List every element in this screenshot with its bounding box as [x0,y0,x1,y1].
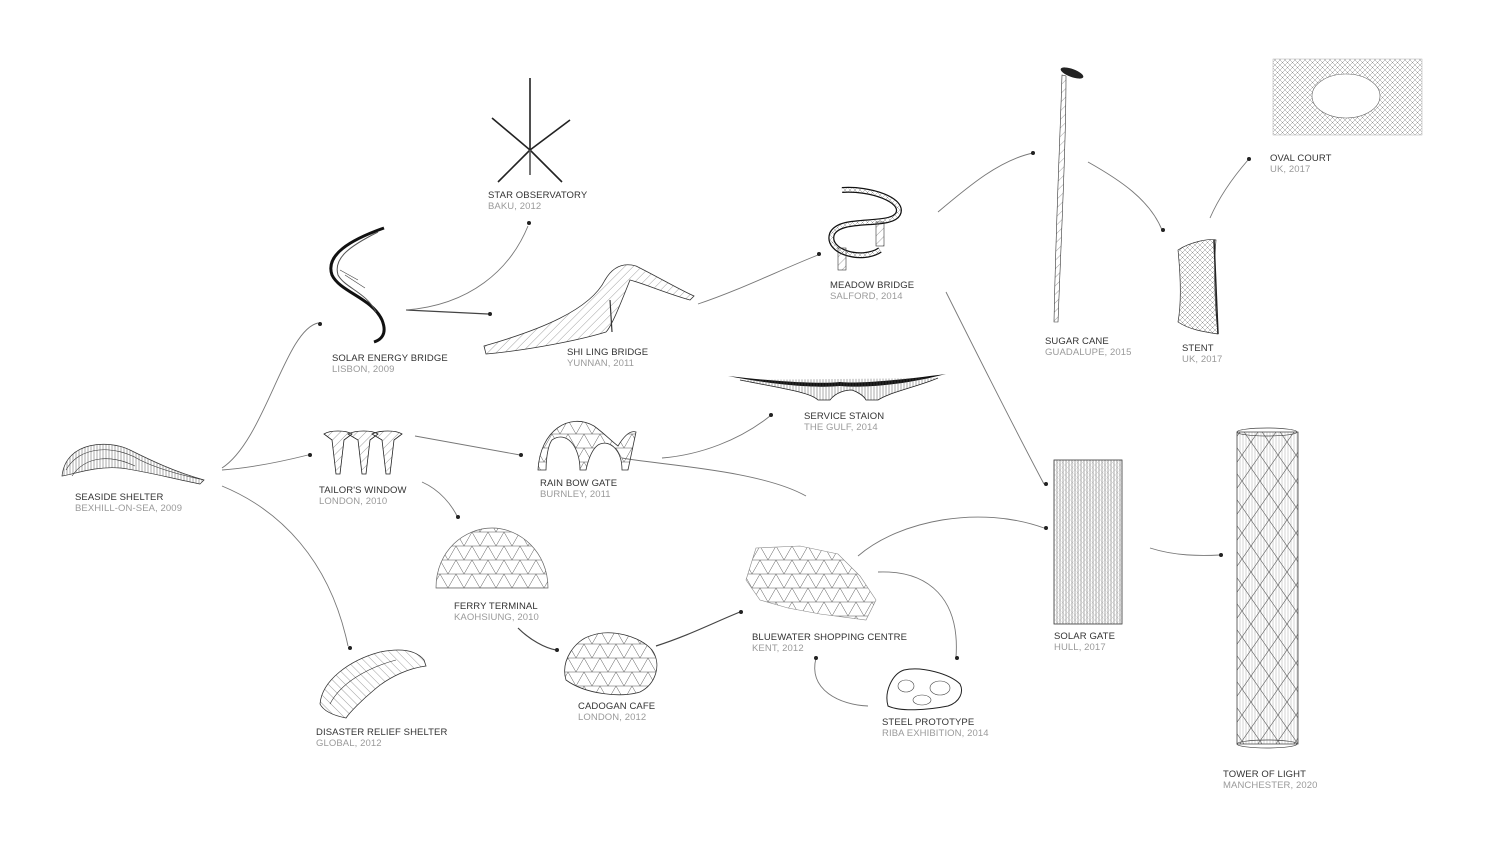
project-subtitle: UK, 2017 [1182,354,1223,365]
project-title: TOWER OF LIGHT [1223,769,1307,780]
solar-energy-bridge-drawing [329,226,386,344]
project-subtitle: KENT, 2012 [752,643,804,654]
project-label: CADOGAN CAFE LONDON, 2012 [578,701,655,723]
project-title: RAIN BOW GATE [540,478,618,489]
project-title: STAR OBSERVATORY [488,190,588,201]
project-subtitle: LISBON, 2009 [332,364,395,375]
steel-prototype-drawing [886,668,962,711]
project-subtitle: LONDON, 2010 [319,496,388,507]
project-subtitle: THE GULF, 2014 [804,422,878,433]
project-subtitle: GLOBAL, 2012 [316,738,382,749]
project-title: SERVICE STAION [804,411,885,422]
project-label: STEEL PROTOTYPE RIBA EXHIBITION, 2014 [882,717,989,739]
project-title: OVAL COURT [1270,153,1332,164]
seaside-shelter-drawing [61,443,205,485]
shi-ling-bridge-drawing [483,264,695,355]
project-label: SEASIDE SHELTER BEXHILL-ON-SEA, 2009 [75,492,182,514]
tailors-window-drawing [323,430,403,475]
project-label: STENT UK, 2017 [1182,343,1222,365]
star-observatory-drawing [491,78,571,183]
project-title: TAILOR'S WINDOW [319,485,407,496]
project-subtitle: HULL, 2017 [1054,642,1106,653]
project-subtitle: UK, 2017 [1270,164,1311,175]
connection-dots [308,151,1251,660]
project-label: TOWER OF LIGHT MANCHESTER, 2020 [1223,769,1318,791]
project-subtitle: GUADALUPE, 2015 [1045,347,1132,358]
project-label: SOLAR ENERGY BRIDGE LISBON, 2009 [332,353,448,375]
rain-bow-gate-drawing [537,421,637,471]
project-label: TAILOR'S WINDOW LONDON, 2010 [319,485,407,507]
project-subtitle: MANCHESTER, 2020 [1223,780,1318,791]
project-label: RAIN BOW GATE BURNLEY, 2011 [540,478,617,500]
meadow-bridge-drawing [828,186,902,271]
project-label: BLUEWATER SHOPPING CENTRE KENT, 2012 [752,632,907,654]
tower-of-light-drawing [1236,427,1299,749]
project-label: SUGAR CANE GUADALUPE, 2015 [1045,336,1132,358]
project-title: FERRY TERMINAL [454,601,538,612]
stent-drawing [1177,239,1219,335]
ferry-terminal-drawing [435,527,549,589]
connection-lines [221,152,1249,707]
project-title: DISASTER RELIEF SHELTER [316,727,448,738]
solar-gate-drawing [1053,459,1123,625]
bluewater-drawing [745,545,877,621]
project-subtitle: RIBA EXHIBITION, 2014 [882,728,989,739]
project-subtitle: BURNLEY, 2011 [540,489,611,500]
project-label: SERVICE STAION THE GULF, 2014 [804,411,884,433]
disaster-relief-shelter-drawing [319,649,427,719]
project-label: MEADOW BRIDGE SALFORD, 2014 [830,280,914,302]
project-label: SOLAR GATE HULL, 2017 [1054,631,1115,653]
project-title: STEEL PROTOTYPE [882,717,975,728]
project-title: STENT [1182,343,1214,354]
project-subtitle: YUNNAN, 2011 [567,358,635,369]
project-title: MEADOW BRIDGE [830,280,915,291]
sugar-cane-drawing [1053,67,1084,323]
oval-court-drawing [1272,58,1423,136]
project-subtitle: KAOHSIUNG, 2010 [454,612,539,623]
project-title: SEASIDE SHELTER [75,492,164,503]
project-subtitle: LONDON, 2012 [578,712,647,723]
project-subtitle: BEXHILL-ON-SEA, 2009 [75,503,183,514]
project-label: DISASTER RELIEF SHELTER GLOBAL, 2012 [316,727,447,749]
project-label: OVAL COURT UK, 2017 [1270,153,1332,175]
project-subtitle: BAKU, 2012 [488,201,542,212]
cadogan-cafe-drawing [564,632,658,696]
project-title: SOLAR GATE [1054,631,1116,642]
project-subtitle: SALFORD, 2014 [830,291,903,302]
project-label: SHI LING BRIDGE YUNNAN, 2011 [567,347,648,369]
project-title: SHI LING BRIDGE [567,347,649,358]
service-station-drawing [728,374,946,401]
project-title: SOLAR ENERGY BRIDGE [332,353,448,364]
project-label: STAR OBSERVATORY BAKU, 2012 [488,190,587,212]
project-title: BLUEWATER SHOPPING CENTRE [752,632,908,643]
project-title: CADOGAN CAFE [578,701,656,712]
project-title: SUGAR CANE [1045,336,1109,347]
project-label: FERRY TERMINAL KAOHSIUNG, 2010 [454,601,539,623]
